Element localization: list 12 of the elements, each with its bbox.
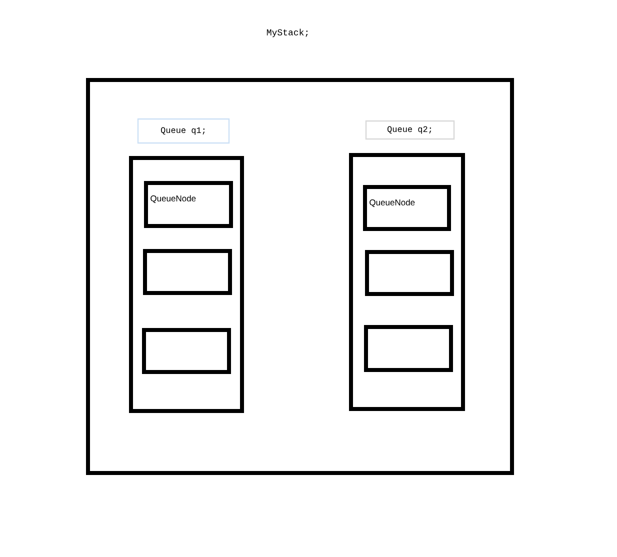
queue-column bbox=[129, 156, 244, 413]
heading: MyStack; bbox=[266, 28, 308, 38]
node-box bbox=[143, 249, 232, 295]
node-box bbox=[365, 250, 454, 296]
node-box: QueueNode bbox=[363, 185, 451, 231]
outer-box bbox=[86, 78, 514, 475]
node-box bbox=[142, 328, 231, 374]
queue-column bbox=[349, 153, 465, 411]
node-box: QueueNode bbox=[144, 181, 233, 228]
name-tag: Queue q2; bbox=[365, 120, 455, 140]
name-tag: Queue q1; bbox=[137, 118, 230, 144]
node-box bbox=[364, 325, 453, 372]
